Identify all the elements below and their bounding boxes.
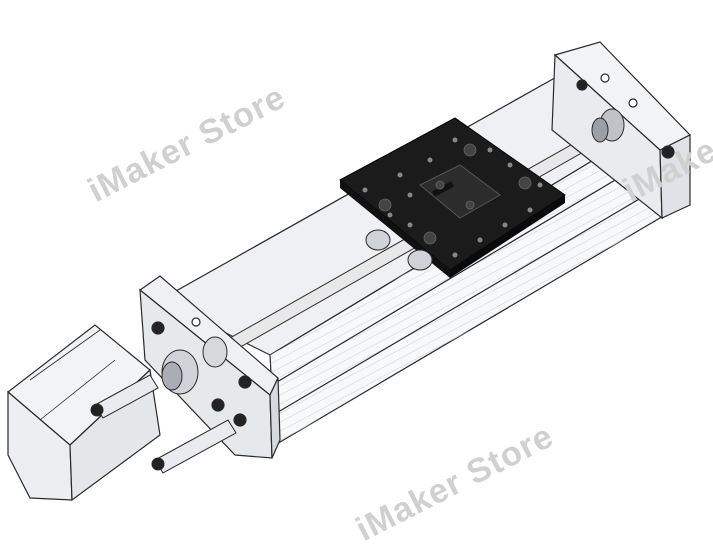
stepper-motor xyxy=(7,324,161,502)
motor-standoffs xyxy=(90,374,237,474)
pulley-far xyxy=(591,108,625,143)
gantry-plate xyxy=(339,117,566,278)
end-plate-near xyxy=(139,275,281,459)
shaft-coupler xyxy=(161,336,228,395)
